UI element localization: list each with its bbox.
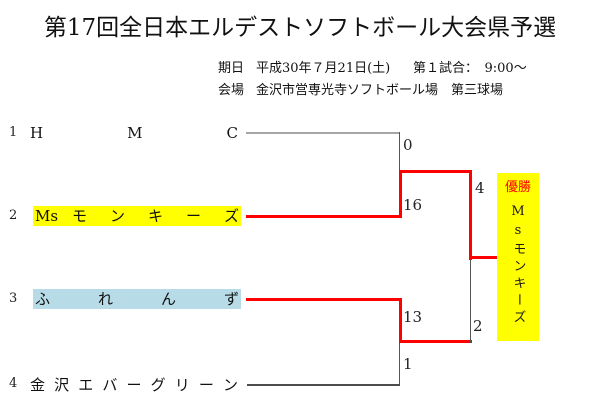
venue-label: 会場 — [218, 83, 245, 98]
semifinal2-winner-line — [399, 340, 472, 343]
seed-1: 1 — [9, 125, 18, 140]
score-match1-bottom: 16 — [403, 196, 423, 214]
team-name-ms-monkeys: Ms モ ン キ ー ズ — [33, 206, 241, 226]
seed-3: 3 — [9, 291, 18, 306]
match1-bottom-vertical-winner — [399, 170, 402, 218]
venue-value: 金沢市営専光寺ソフトボール場 第三球場 — [256, 83, 504, 98]
team-name-kanazawa-evergreen: 金 沢 エ バ ー グ リ ー ン — [30, 376, 238, 394]
team3-line-winner — [246, 298, 402, 301]
score-final-top: 4 — [475, 179, 485, 197]
final-bottom-vertical — [470, 260, 471, 343]
match1-top-vertical — [399, 132, 400, 172]
seed-2: 2 — [9, 208, 18, 223]
winner-team-name: Msモンキーズ — [510, 204, 526, 327]
score-match2-bottom: 1 — [403, 355, 413, 373]
team2-line-winner — [246, 215, 402, 218]
match2-top-vertical-winner — [399, 298, 402, 343]
score-match1-top: 0 — [403, 136, 413, 154]
first-game-time: 第１試合： 9:00～ — [413, 61, 527, 76]
seed-4: 4 — [9, 376, 18, 391]
final-top-vertical-winner — [469, 170, 472, 260]
date-value: 平成30年７月21日(土) — [256, 61, 391, 76]
team-name-hmc: H M C — [30, 124, 238, 142]
winner-box: 優勝 Msモンキーズ — [497, 173, 539, 341]
page-title: 第17回全日本エルデストソフトボール大会県予選 — [43, 15, 557, 41]
semifinal1-winner-line — [399, 170, 472, 173]
score-final-bottom: 2 — [473, 317, 483, 335]
score-match2-top: 13 — [403, 308, 423, 326]
team4-line — [247, 384, 400, 386]
winner-label: 優勝 — [504, 180, 531, 195]
team-name-friends: ふ れ ん ず — [33, 289, 241, 309]
champion-line-winner — [469, 256, 497, 259]
team1-line — [246, 132, 400, 134]
date-label: 期日 — [218, 61, 245, 76]
match2-bottom-vertical — [399, 343, 400, 385]
